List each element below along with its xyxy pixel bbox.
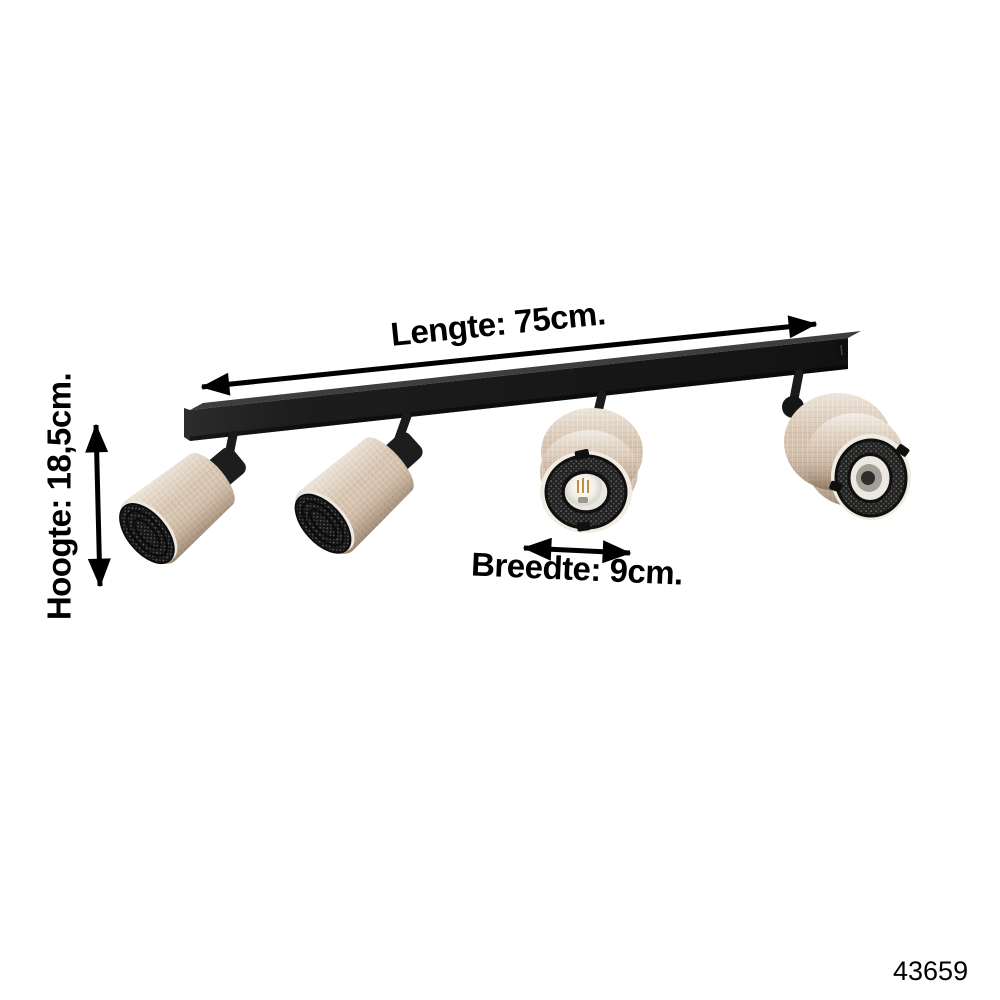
bulb-filament: [577, 478, 589, 493]
height-dimension-label: Hoogte: 18,5cm.: [40, 372, 78, 621]
spot-head-3: [540, 408, 643, 533]
mounting-bar: [184, 331, 861, 441]
spot-head-2: [294, 432, 423, 554]
dimension-arrows: [85, 315, 818, 588]
length-arrow: [200, 315, 818, 396]
height-arrow: [85, 423, 111, 588]
width-arrow: [522, 537, 632, 564]
mounting-bracket: [836, 340, 848, 360]
article-number: 43659: [893, 956, 969, 986]
spot-head-4: [784, 393, 911, 520]
spot-head-1: [119, 447, 246, 565]
